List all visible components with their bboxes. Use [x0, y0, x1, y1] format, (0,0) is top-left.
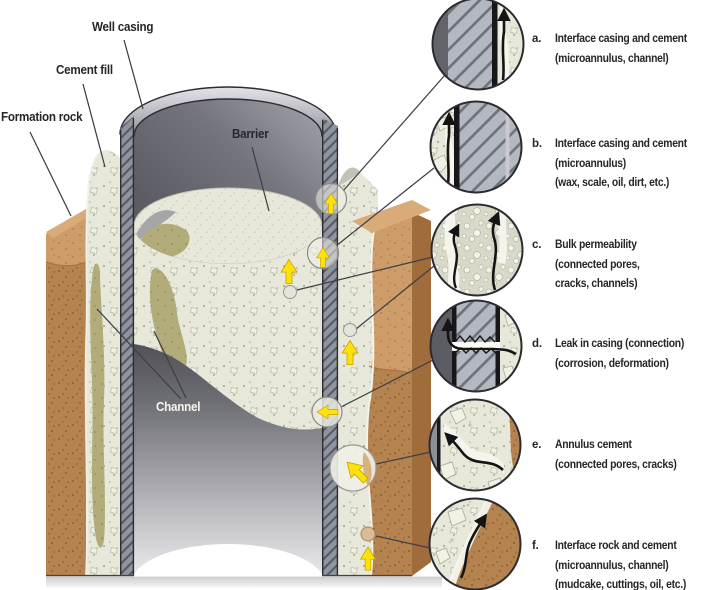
- legend-item-c: c. Bulk permeability(connected pores,cra…: [532, 236, 649, 295]
- inset-b-interface-casing-cement-microannulus: [429, 100, 523, 194]
- label-formation-rock: Formation rock: [1, 110, 83, 124]
- leader-inset-c2: [355, 265, 435, 330]
- cement-channel-streak: [90, 263, 105, 548]
- leader-barrier: [251, 146, 270, 212]
- inset-a-interface-casing-cement-channel: [431, 0, 525, 91]
- inset-d-leak-in-casing: [429, 299, 523, 393]
- legend-letter: e.: [532, 439, 542, 451]
- left-cement-annulus: [84, 150, 120, 577]
- well-interior-wall: [134, 99, 322, 226]
- legend-letter: f.: [532, 540, 539, 552]
- legend-text: Bulk permeability(connected pores,cracks…: [555, 239, 640, 290]
- leader-cement-fill: [82, 83, 106, 168]
- leader-formation-rock: [29, 131, 72, 217]
- legend-item-e: e. Annulus cement(connected pores, crack…: [532, 436, 690, 475]
- left-casing-wall: [119, 116, 135, 576]
- legend-item-a: a. Interface casing and cement(microannu…: [532, 30, 702, 69]
- legend-letter: b.: [532, 138, 542, 150]
- legend-letter: d.: [532, 338, 542, 350]
- inset-f-interface-rock-cement: [428, 497, 522, 590]
- leader-inset-f: [375, 535, 431, 549]
- leader-inset-c1: [296, 256, 434, 291]
- legend-letter: c.: [532, 239, 542, 251]
- barrier-plug-front: [134, 226, 322, 430]
- leader-inset-e: [375, 451, 432, 465]
- label-well-casing: Well casing: [92, 20, 154, 34]
- leader-inset-b: [335, 167, 435, 247]
- leak-dot-c2: [343, 323, 357, 337]
- plug-channel-streak: [149, 268, 187, 371]
- legend-text: Leak in casing (connection)(corrosion, d…: [555, 338, 685, 370]
- leader-channel-2: [153, 330, 187, 399]
- legend-text: Interface casing and cement(microannulus…: [555, 33, 687, 65]
- label-cement-fill: Cement fill: [56, 63, 113, 77]
- legend-text: Annulus cement(connected pores, cracks): [555, 439, 677, 471]
- legend-item-b: b. Interface casing and cement(microannu…: [532, 135, 702, 194]
- leader-well-casing: [123, 39, 144, 110]
- inset-c-bulk-permeability: [430, 203, 524, 297]
- legend-item-f: f. Interface rock and cement(microannulu…: [532, 537, 701, 590]
- legend-letter: a.: [532, 33, 542, 45]
- leak-dot-f: [360, 526, 376, 542]
- legend-text: Interface casing and cement(microannulus…: [555, 138, 687, 189]
- inset-e-annulus-cement: [428, 398, 522, 492]
- wellbore-lower: [134, 344, 322, 576]
- ground-shadow: [46, 576, 442, 588]
- leader-inset-d: [340, 359, 434, 408]
- leak-dot-c1: [283, 285, 297, 299]
- right-formation-rock: [352, 200, 431, 577]
- leak-markers: [280, 182, 377, 571]
- leak-marker-e-rock-wedge: [362, 452, 372, 487]
- leader-lines: [29, 39, 446, 549]
- leader-channel-1: [96, 308, 182, 400]
- legend-item-d: d. Leak in casing (connection)(corrosion…: [532, 335, 698, 374]
- left-formation-rock: [45, 209, 93, 576]
- label-barrier: Barrier: [232, 127, 269, 141]
- legend-text: Interface rock and cement(microannulus, …: [555, 540, 687, 590]
- leader-inset-a: [342, 74, 446, 192]
- label-channel: Channel: [156, 400, 201, 414]
